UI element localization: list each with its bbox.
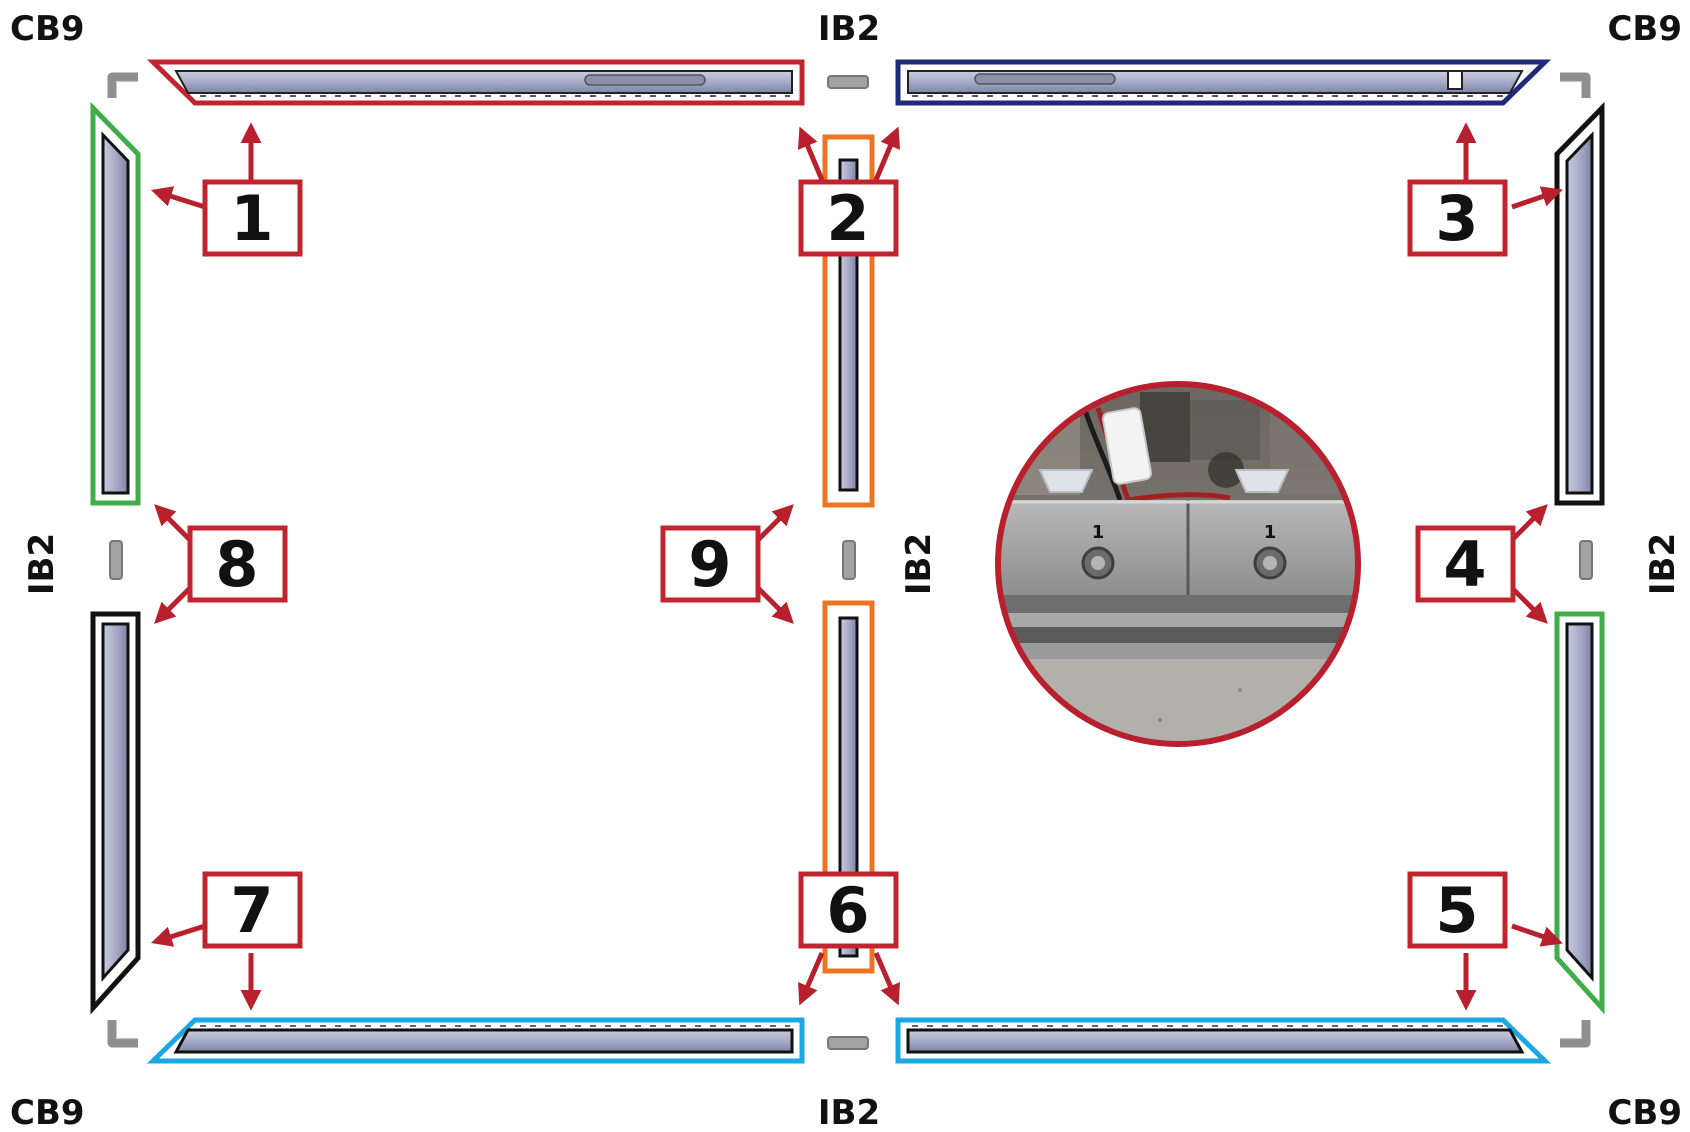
inset-marker-right: 1 bbox=[1264, 522, 1277, 543]
step-3-number: 3 bbox=[1435, 182, 1478, 255]
step-7: 7 bbox=[202, 871, 303, 949]
label-cb9-top-left: CB9 bbox=[10, 9, 85, 49]
label-ib2-center: IB2 bbox=[899, 533, 939, 595]
label-cb9-top-right: CB9 bbox=[1607, 9, 1682, 49]
label-cb9-bottom-left: CB9 bbox=[10, 1093, 85, 1128]
step-1-number: 1 bbox=[230, 182, 273, 255]
profile-top-right bbox=[895, 59, 1552, 106]
step-4-number: 4 bbox=[1443, 528, 1486, 601]
connector-ib2-right bbox=[1579, 540, 1593, 580]
inset-marker-left: 1 bbox=[1092, 522, 1105, 543]
step-9-number: 9 bbox=[688, 528, 731, 601]
profile-right-lower bbox=[1554, 611, 1605, 1015]
profile-bottom-right bbox=[895, 1017, 1552, 1064]
connector-ib2-top bbox=[827, 75, 869, 89]
step-3: 3 bbox=[1407, 179, 1508, 257]
step-6-number: 6 bbox=[826, 874, 869, 947]
label-ib2-left: IB2 bbox=[22, 533, 62, 595]
step-5-number: 5 bbox=[1435, 874, 1478, 947]
connector-cb9-top-right bbox=[1560, 72, 1591, 98]
profile-left-upper bbox=[90, 101, 141, 506]
profile-top-left bbox=[146, 59, 805, 106]
label-ib2-bottom-center: IB2 bbox=[818, 1093, 880, 1128]
step-arrows bbox=[150, 122, 1563, 1011]
label-ib2-top-center: IB2 bbox=[818, 9, 880, 49]
step-2: 2 bbox=[798, 179, 899, 257]
inset-photo: 1 1 bbox=[995, 381, 1361, 747]
connector-ib2-center bbox=[842, 540, 856, 580]
connector-cb9-top-left bbox=[107, 72, 138, 98]
step-7-number: 7 bbox=[230, 874, 273, 947]
step-9: 9 bbox=[660, 525, 761, 603]
step-5: 5 bbox=[1407, 871, 1508, 949]
connector-ib2-left bbox=[109, 540, 123, 580]
step-6: 6 bbox=[798, 871, 899, 949]
step-2-number: 2 bbox=[826, 182, 869, 255]
step-8: 8 bbox=[187, 525, 288, 603]
connector-cb9-bottom-left bbox=[107, 1020, 138, 1048]
connector-ib2-bottom bbox=[827, 1036, 869, 1050]
step-4: 4 bbox=[1415, 525, 1516, 603]
profile-bottom-left bbox=[146, 1017, 805, 1064]
connector-cb9-bottom-right bbox=[1560, 1020, 1591, 1048]
profile-right-upper bbox=[1554, 101, 1605, 506]
label-cb9-bottom-right: CB9 bbox=[1607, 1093, 1682, 1128]
profile-left-lower bbox=[90, 611, 141, 1015]
label-ib2-right: IB2 bbox=[1643, 533, 1683, 595]
step-8-number: 8 bbox=[215, 528, 258, 601]
step-1: 1 bbox=[202, 179, 303, 257]
